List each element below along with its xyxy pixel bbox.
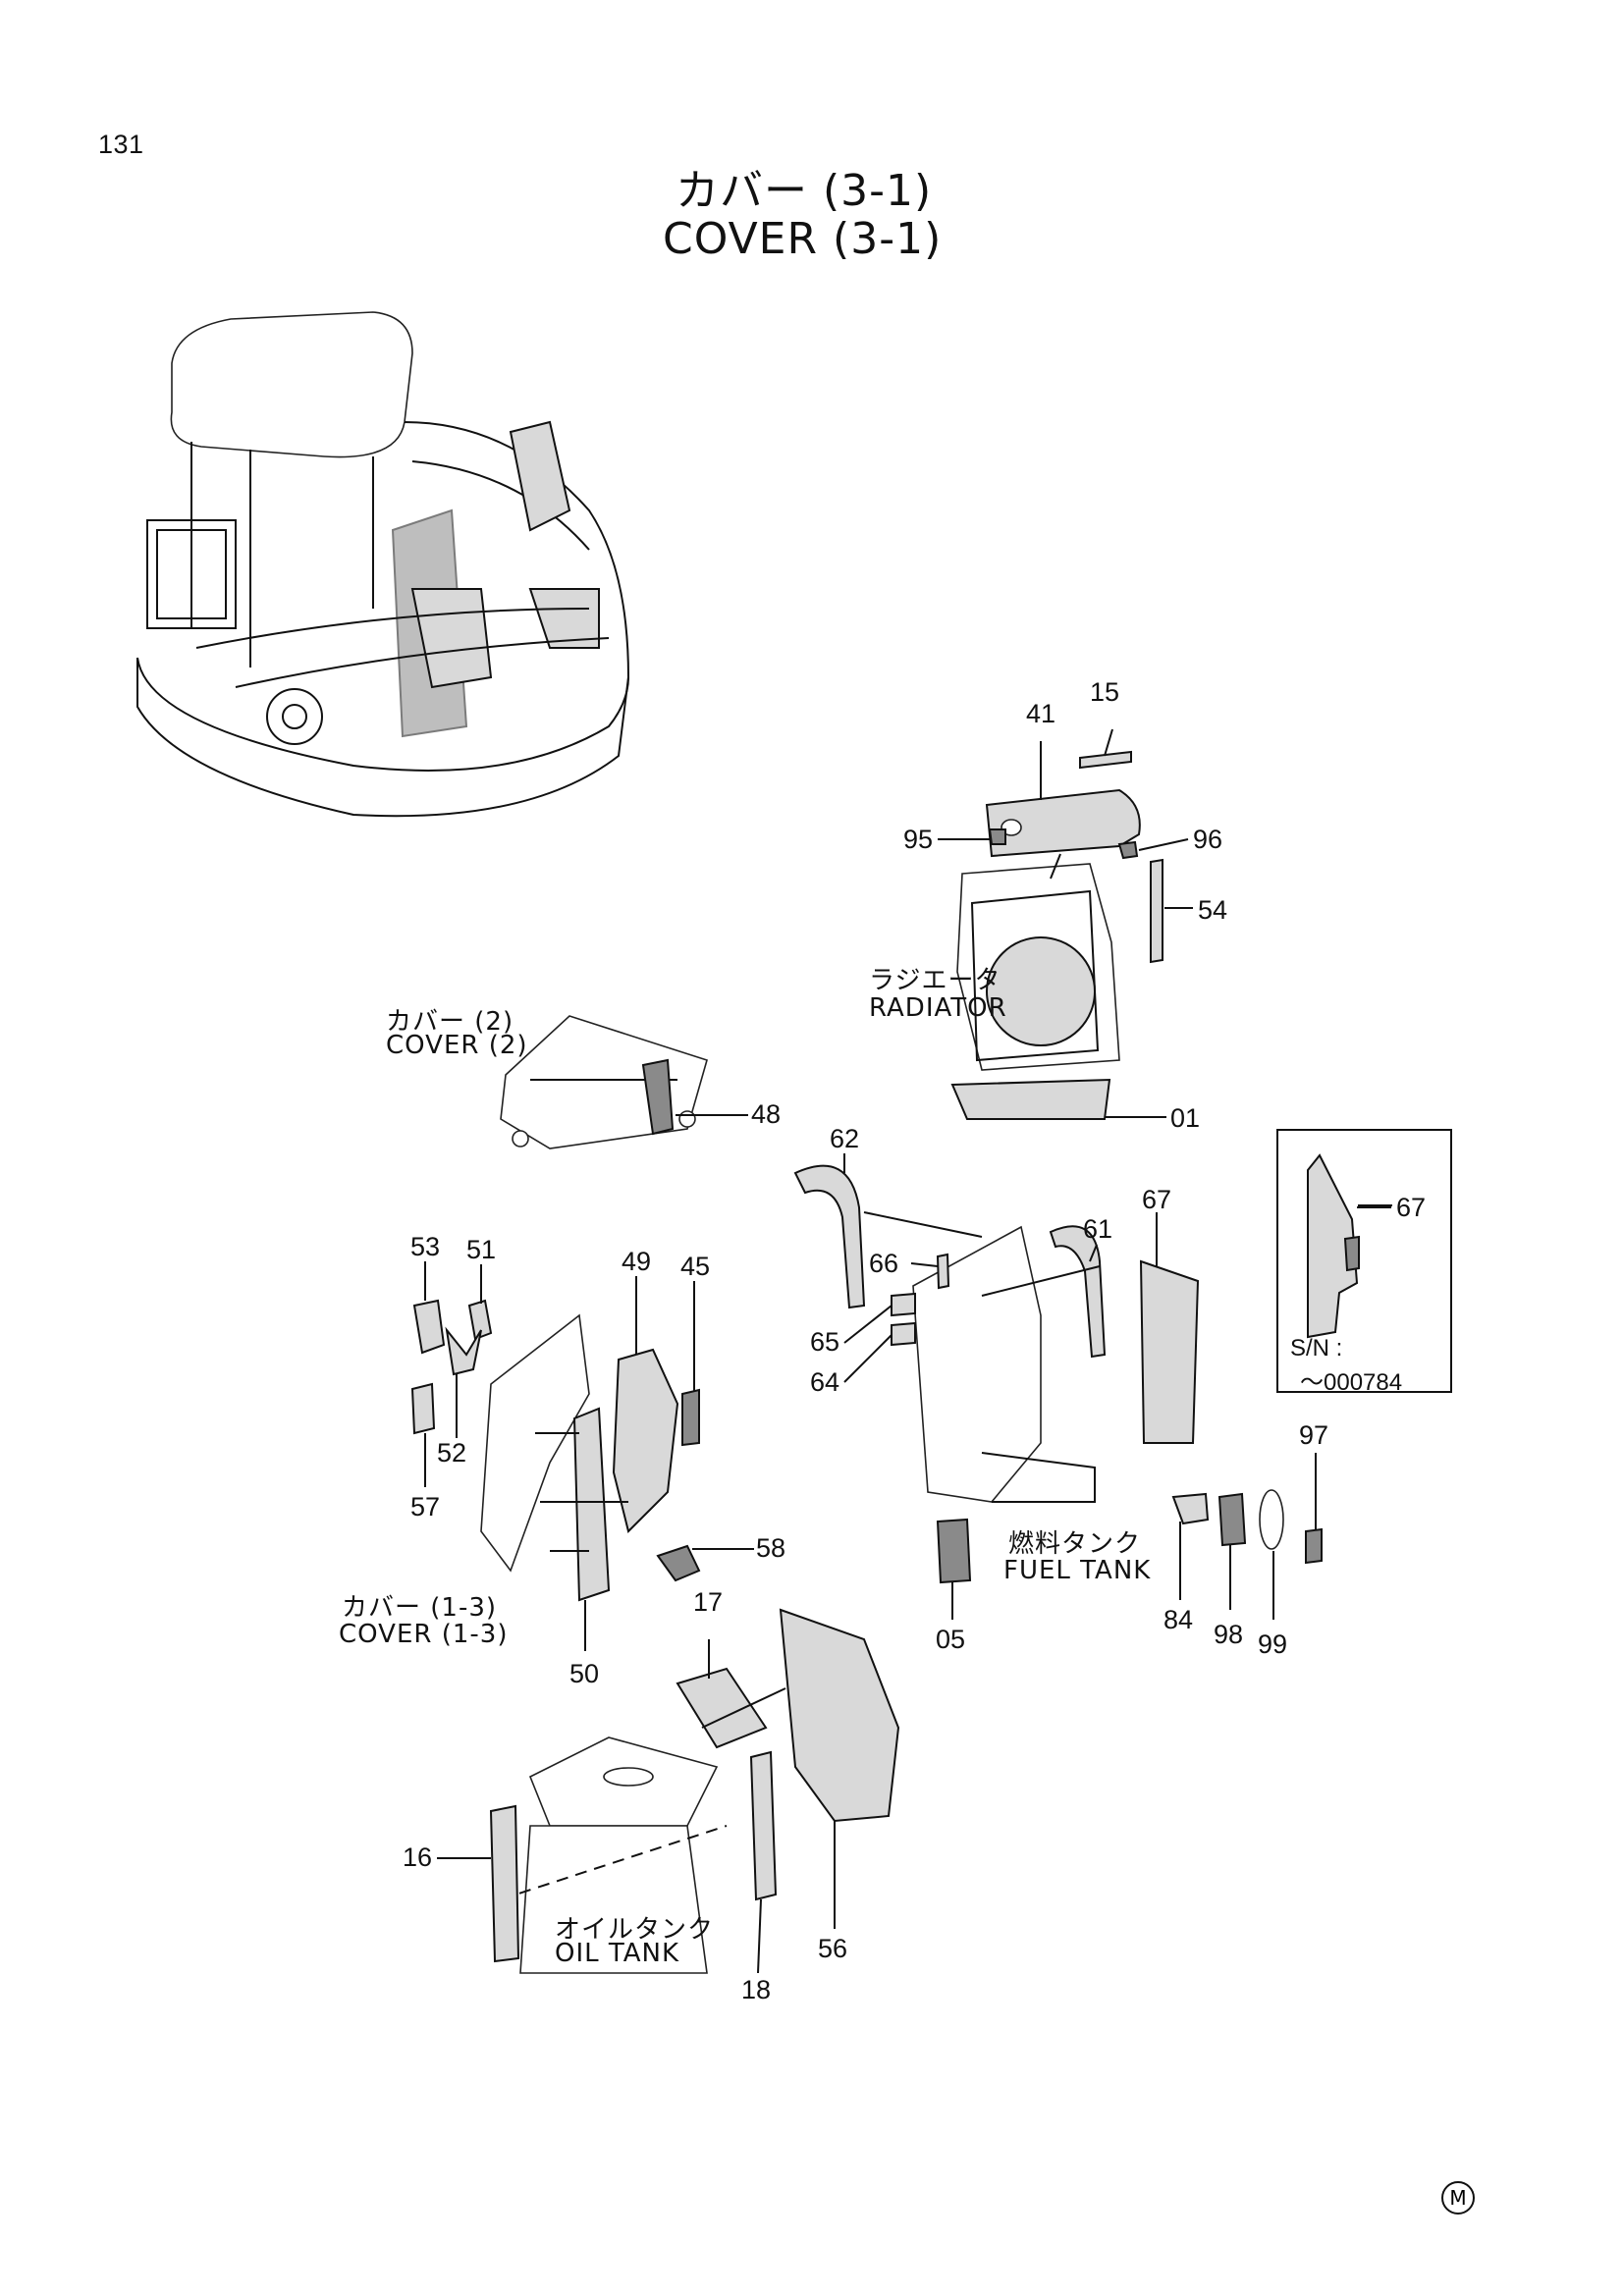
part-label-18: 18 [741,1975,772,2004]
part-label-62: 62 [830,1124,860,1153]
cover-1-3-group-illustration [410,1299,701,1602]
part-label-65: 65 [810,1327,840,1357]
part-label-41: 41 [1026,699,1056,728]
oil-tank-group-illustration [489,1608,900,1974]
caption-cover-2-japanese: カバー (2) [386,1007,514,1037]
serial-variant-inset: 67 S/N : ～000784 [1276,1129,1452,1396]
inset-serial-range: ～000784 [1300,1369,1403,1396]
part-label-97: 97 [1299,1420,1329,1450]
corner-m-mark: M [1441,2181,1475,2215]
page-title-japanese: カバー (3-1) [676,166,933,216]
part-label-95: 95 [903,825,934,854]
part-label-15: 15 [1090,677,1120,707]
part-label-53: 53 [410,1232,441,1261]
part-label-45: 45 [680,1252,711,1281]
inset-serial-label: S/N : [1290,1335,1343,1362]
part-label-01: 01 [1170,1103,1201,1133]
machine-overview-illustration [136,311,629,818]
part-label-58: 58 [756,1533,786,1563]
caption-oil-tank-japanese: オイルタンク [555,1915,715,1945]
leader-lines [424,728,1392,1974]
part-label-49: 49 [622,1247,652,1276]
inset-part-67-illustration [1307,1153,1391,1339]
part-label-57: 57 [410,1492,441,1522]
part-label-52: 52 [437,1438,467,1468]
part-label-67: 67 [1142,1185,1172,1214]
caption-fuel-tank-japanese: 燃料タンク [1008,1529,1142,1559]
part-label-54: 54 [1198,895,1228,925]
part-label-66: 66 [869,1249,899,1278]
caption-radiator-english: RADIATOR [869,993,1007,1023]
part-label-17: 17 [693,1587,724,1617]
part-label-16: 16 [403,1842,433,1872]
part-label-99: 99 [1258,1629,1288,1659]
page-title-english: COVER (3-1) [663,214,943,264]
part-label-50: 50 [569,1659,600,1688]
part-label-48: 48 [751,1099,782,1129]
caption-fuel-tank-english: FUEL TANK [1003,1556,1152,1585]
page-number: 131 [98,130,144,159]
part-label-98: 98 [1214,1620,1244,1649]
part-label-61: 61 [1083,1214,1113,1244]
caption-cover-1-3-japanese: カバー (1-3) [342,1593,498,1623]
part-label-64: 64 [810,1367,840,1397]
inset-part-67-label: 67 [1396,1193,1427,1222]
caption-cover-2-english: COVER (2) [386,1031,528,1060]
caption-oil-tank-english: OIL TANK [555,1939,680,1968]
caption-cover-1-3-english: COVER (1-3) [339,1620,509,1649]
fuel-tank-group-illustration [793,1164,1323,1584]
part-label-51: 51 [466,1235,497,1264]
part-label-96: 96 [1193,825,1223,854]
part-label-56: 56 [818,1934,848,1963]
part-label-05: 05 [936,1625,966,1654]
cover-2-illustration [500,1015,708,1149]
caption-radiator-japanese: ラジエータ [869,966,1001,995]
part-label-84: 84 [1163,1605,1194,1634]
radiator-group-illustration [950,750,1163,1120]
